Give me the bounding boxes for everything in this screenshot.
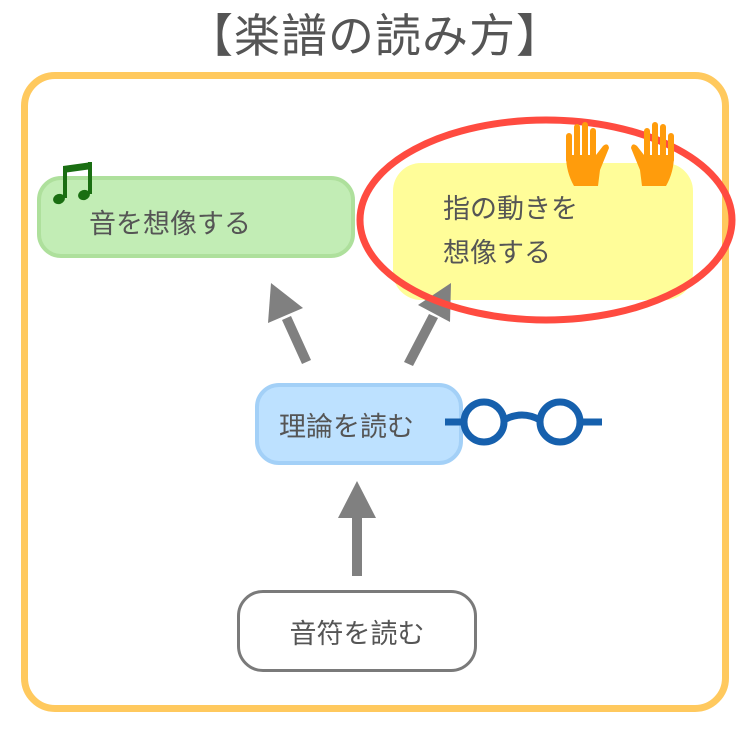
diagram-frame [21,72,729,712]
node-imagine-finger-label-line1: 指の動きを [443,193,578,225]
node-read-notes-label: 音符を読む [289,618,425,650]
node-read-theory: 理論を読む [255,383,463,465]
node-read-notes: 音符を読む [237,590,477,672]
node-imagine-finger-label-line2: 想像する [443,237,551,269]
node-read-theory-label: 理論を読む [279,411,414,443]
diagram-title: 【楽譜の読み方】 [187,9,563,63]
node-imagine-finger: 指の動きを 想像する [393,163,693,300]
node-imagine-sound: 音を想像する [37,176,355,258]
node-imagine-sound-label: 音を想像する [89,208,251,240]
